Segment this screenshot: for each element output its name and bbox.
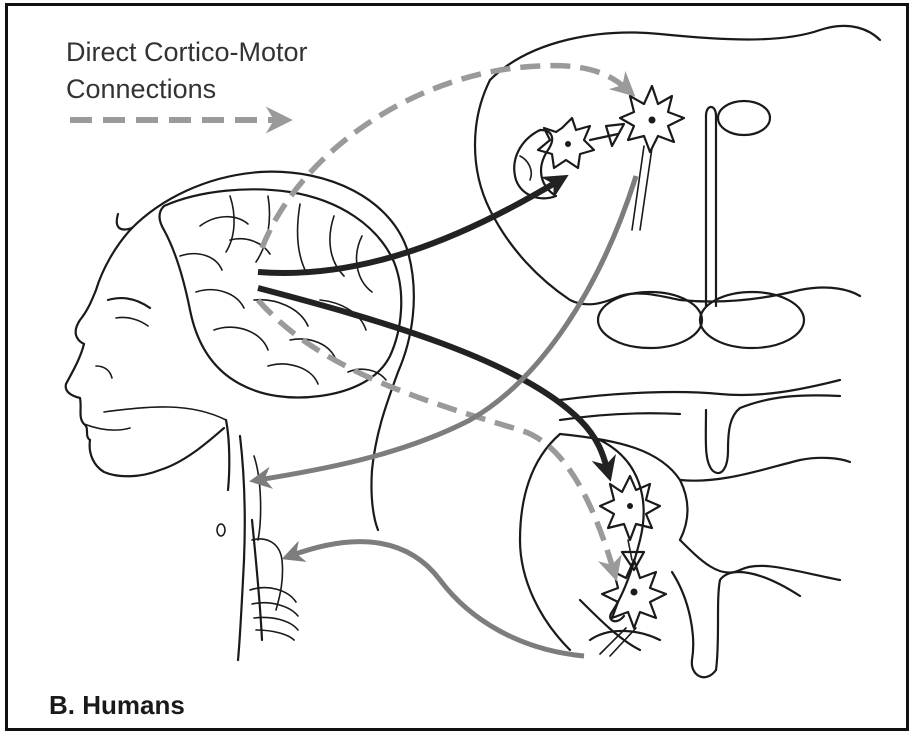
legend-label: Direct Cortico-Motor Connections (66, 34, 308, 108)
panel-label: B. Humans (49, 690, 185, 721)
motor-neuron-upper (620, 86, 684, 230)
motor-neuron-lower (600, 560, 666, 656)
cortical-projections (258, 180, 608, 472)
human-head-illustration (66, 172, 414, 660)
brainstem-section (475, 26, 880, 348)
spinal-section (520, 380, 850, 677)
